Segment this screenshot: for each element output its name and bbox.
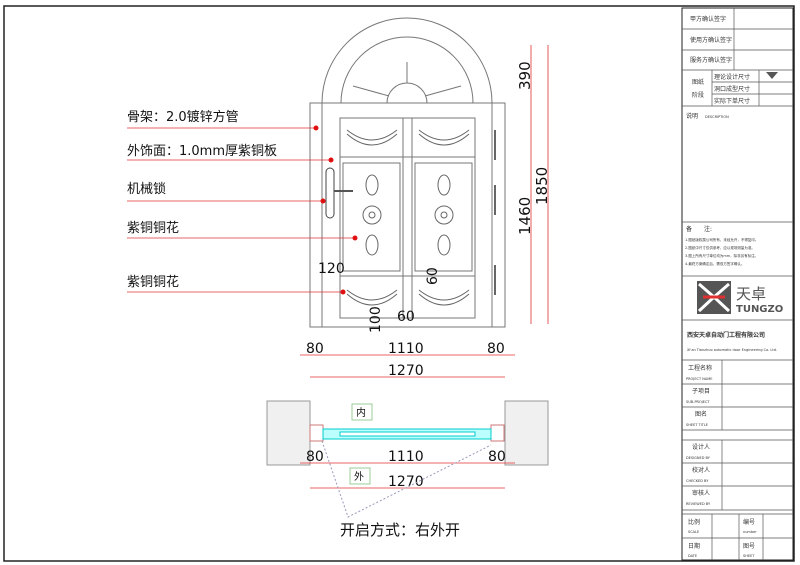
- brand-cn: 天卓: [736, 285, 766, 303]
- dim-right: 80: [487, 341, 505, 357]
- description-label: 说明: [686, 112, 698, 120]
- company-name-en: Xi'an Tianzhuo automatic door Engineerin…: [687, 348, 777, 352]
- dim-stile: 120: [318, 261, 345, 277]
- dropdown-triangle-icon: [766, 72, 778, 79]
- outside-label: 外: [354, 471, 364, 483]
- confirm-user: 使用方确认签字: [690, 36, 732, 44]
- description-label-en: DESCRIPTION: [705, 115, 729, 119]
- field-label-en: REVIEWED BY: [686, 502, 711, 506]
- brand-en: TUNGZO: [736, 304, 783, 315]
- callout-copper-flower-1: 紫铜铜花: [127, 220, 179, 236]
- dim-bottom: 100: [368, 306, 384, 333]
- callouts: 骨架：2.0镀锌方管 外饰面：1.0mm厚紫铜板 机械锁 紫铜铜花 紫铜铜花: [127, 109, 358, 295]
- field-label-en: SHEET TITLE: [686, 423, 708, 427]
- title-block-text: 甲方确认签字 使用方确认签字 服务方确认签字 图纸 阶段 理论设计尺寸 洞口成型…: [685, 15, 783, 558]
- wall-right: [504, 400, 549, 466]
- door-elevation: [309, 17, 506, 328]
- plan-view: 内 外 80 1110 80 1270 开启方式：右外开: [266, 400, 549, 539]
- plan-dim-right: 80: [488, 449, 506, 465]
- note: 3.图上所有尺寸单位均为mm，除非另有标注。: [685, 253, 758, 258]
- dim-door: 1460: [516, 197, 534, 235]
- callout-lock: 机械锁: [127, 181, 166, 197]
- field-label: 审核人: [692, 489, 710, 497]
- field-label-en: PROJECT NAME: [686, 377, 712, 381]
- field-label: 工程名称: [688, 364, 712, 372]
- sheet-label: 图号: [743, 543, 755, 550]
- dim-left: 80: [306, 341, 324, 357]
- field-label-en: CHECKED BY: [686, 479, 709, 483]
- note: 2.图纸中尺寸仅供参考，应以现场测量为准。: [685, 245, 755, 250]
- dim-mid: 60: [397, 309, 415, 325]
- stage-label: 图纸: [692, 78, 704, 86]
- note: 4.最终方案确定后，需双方签字确认。: [685, 261, 744, 266]
- ornament: [346, 129, 470, 306]
- field-label: 子项目: [692, 388, 710, 395]
- callout-copper-flower-2: 紫铜铜花: [127, 274, 179, 290]
- inside-label: 内: [356, 406, 366, 419]
- field-label: 校对人: [692, 466, 710, 474]
- stage-item: 实际下单尺寸: [714, 97, 750, 105]
- dim-rail: 60: [425, 267, 441, 285]
- number-label-en: number: [743, 530, 757, 534]
- sheet-border: [3, 5, 795, 562]
- dim-center: 1110: [388, 341, 424, 357]
- dim-total: 1850: [533, 167, 551, 205]
- field-label-en: SUB-PROJECT: [686, 400, 710, 404]
- dim-overall: 1270: [388, 363, 424, 379]
- notes-title: 备 注:: [686, 225, 712, 233]
- field-label-en: DESIGNED BY: [686, 456, 711, 460]
- stage-item: 洞口成型尺寸: [714, 85, 750, 93]
- date-label: 日期: [688, 542, 700, 550]
- stage-label: 阶段: [692, 91, 704, 99]
- company-name: 西安天卓自动门工程有限公司: [687, 331, 765, 339]
- wall-left: [266, 400, 311, 466]
- plan-dim-overall: 1270: [388, 474, 424, 490]
- tungzo-logo: 天卓 TUNGZO: [697, 281, 783, 315]
- scale-label: 比例: [688, 518, 700, 526]
- outside-label-box: [349, 467, 371, 485]
- confirm-service: 服务方确认签字: [690, 56, 732, 64]
- field-label: 图名: [695, 410, 707, 418]
- sheet-label-en: SHEET: [743, 554, 755, 558]
- stage-item: 理论设计尺寸: [714, 73, 750, 81]
- lock-icon: [325, 167, 335, 219]
- opening-method: 开启方式：右外开: [340, 521, 460, 539]
- dim-arch: 390: [516, 61, 534, 90]
- confirm-a: 甲方确认签字: [690, 15, 726, 23]
- note: 1.图纸版权属公司所有，未经允许，不得复印。: [685, 237, 758, 242]
- plan-dim-center: 1110: [388, 449, 424, 465]
- field-label: 设计人: [692, 443, 710, 451]
- scale-label-en: SCALE: [688, 530, 699, 534]
- inside-label-box: [351, 403, 373, 421]
- title-block: [681, 7, 794, 561]
- callout-frame: 骨架：2.0镀锌方管: [127, 109, 239, 125]
- number-label: 编号: [743, 518, 755, 526]
- date-label-en: DATE: [688, 554, 697, 558]
- plan-dim-left: 80: [306, 449, 324, 465]
- callout-facing: 外饰面：1.0mm厚紫铜板: [127, 144, 277, 159]
- elevation-dimensions: 390 1850 1460 120 60 100 60 80 1110 80 1…: [300, 45, 551, 379]
